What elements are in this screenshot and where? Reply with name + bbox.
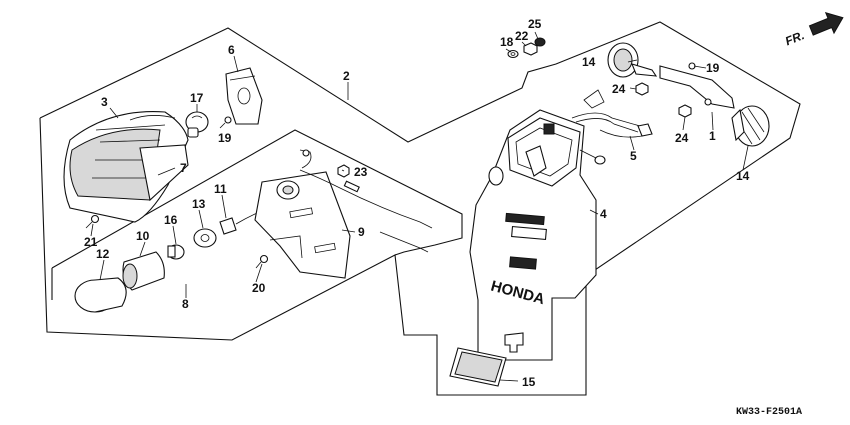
part-label-17: 17 (190, 91, 204, 105)
group-outline-2 (39, 21, 801, 396)
part-label-9: 9 (358, 225, 365, 239)
part-label-12: 12 (96, 247, 110, 261)
part-label-14-upper: 14 (582, 55, 596, 69)
screw-19-left (219, 116, 232, 129)
license-lamp-socket-10 (122, 251, 165, 291)
part-label-20: 20 (252, 281, 266, 295)
reflector-15 (449, 347, 507, 387)
license-bracket-9 (254, 171, 351, 279)
screw-21 (85, 214, 100, 229)
part-label-22: 22 (515, 29, 529, 43)
turn-signal-14-upper (607, 42, 658, 78)
washer-18 (507, 49, 519, 59)
part-label-24-lower: 24 (675, 131, 689, 145)
lamp-wire-harness (299, 149, 433, 253)
gasket-13 (193, 228, 217, 248)
diagram-reference-code: KW33-F2501A (736, 407, 802, 418)
bulb-17 (185, 111, 209, 138)
rear-fender-4: HONDA (469, 109, 606, 361)
part-label-19-right: 19 (706, 61, 720, 75)
group-outline-8 (51, 129, 463, 269)
part-label-5: 5 (630, 149, 637, 163)
part-labels: 3 7 17 6 19 2 23 21 11 13 16 10 12 8 20 … (84, 17, 750, 389)
part-label-1: 1 (709, 129, 716, 143)
part-label-18: 18 (500, 35, 514, 49)
part-label-7: 7 (180, 161, 187, 175)
taillight-lens (63, 111, 189, 223)
license-lamp-lens-12 (74, 277, 127, 313)
screw-20 (255, 254, 269, 269)
part-label-8: 8 (182, 297, 189, 311)
nut-24-upper (635, 82, 649, 96)
nut-22 (523, 42, 538, 56)
mounting-bracket-6 (225, 67, 263, 125)
part-label-13: 13 (192, 197, 206, 211)
part-label-14-right: 14 (736, 169, 750, 183)
part-label-24-upper: 24 (612, 82, 626, 96)
front-label: FR. (783, 28, 806, 48)
nut-24-lower (678, 104, 692, 118)
leader-lines (90, 31, 749, 382)
part-label-3: 3 (101, 95, 108, 109)
part-label-16: 16 (164, 213, 178, 227)
part-label-23: 23 (354, 165, 368, 179)
front-arrow-icon: FR. (783, 11, 844, 48)
collar-25 (534, 37, 546, 47)
part-label-11: 11 (214, 182, 227, 196)
part-label-10: 10 (136, 229, 150, 243)
part-label-19-left: 19 (218, 131, 232, 145)
part-label-25: 25 (528, 17, 542, 31)
turn-signal-stay-1 (659, 65, 735, 109)
turn-signal-14-right (731, 105, 770, 147)
part-label-4: 4 (600, 207, 607, 221)
part-label-6: 6 (228, 43, 235, 57)
bulb-16 (167, 244, 185, 260)
part-label-21: 21 (84, 235, 98, 249)
part-label-2: 2 (343, 69, 350, 83)
wire-harness-5 (571, 89, 653, 138)
part-label-15: 15 (522, 375, 536, 389)
